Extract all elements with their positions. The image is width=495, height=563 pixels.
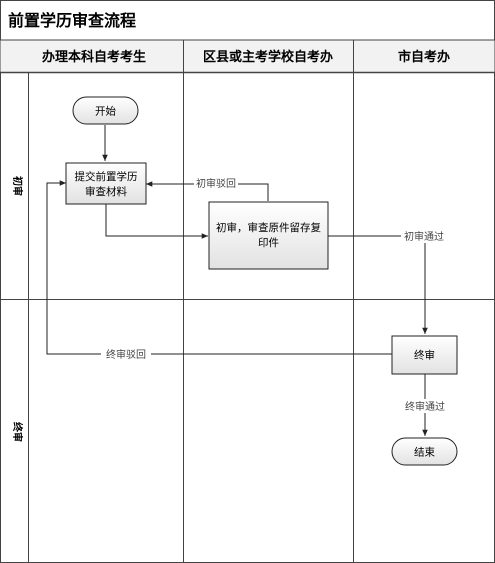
node-start-label: 开始 <box>95 105 116 118</box>
phase-label-initial: 初审 <box>11 176 24 196</box>
node-initial-review[interactable]: 初审，审查原件留存复 印件 <box>208 201 329 270</box>
node-initial-review-label-line2: 印件 <box>258 237 279 249</box>
edge-final-reject <box>46 180 392 355</box>
node-submit-shape[interactable] <box>65 162 147 205</box>
node-end-label: 结束 <box>414 446 435 459</box>
edge-label-bg-initial-reject <box>194 176 238 190</box>
node-end-shape[interactable] <box>391 437 458 466</box>
edge-label-final-pass: 终审通过 <box>405 400 445 413</box>
edge-label-bg-final-reject <box>101 347 151 361</box>
edge-submit-to-initial-review <box>105 204 208 239</box>
lane-header-row <box>0 40 495 73</box>
phase-label-final: 终审 <box>11 422 24 442</box>
node-submit-materials[interactable]: 提交前置学历 审查材料 <box>65 162 147 205</box>
node-start[interactable]: 开始 <box>72 96 139 125</box>
diagram-title: 前置学历审查流程 <box>8 11 136 30</box>
node-initial-review-shape[interactable] <box>208 201 329 270</box>
node-final-review-shape[interactable] <box>391 335 458 375</box>
edge-label-bg-initial-pass <box>401 229 447 243</box>
edge-initial-reject <box>146 181 269 201</box>
edge-label-initial-pass: 初审通过 <box>404 230 444 243</box>
lane-header-applicant: 办理本科自考考生 <box>42 49 146 65</box>
node-submit-label-line2: 审查材料 <box>85 185 127 198</box>
node-final-review-label: 终审 <box>414 349 435 362</box>
node-final-review[interactable]: 终审 <box>391 335 458 375</box>
node-initial-review-label-line1: 初审，审查原件留存复 <box>216 221 321 234</box>
edge-label-bg-final-pass <box>400 399 450 413</box>
node-start-shape[interactable] <box>72 96 139 125</box>
lane-header-district-office: 区县或主考学校自考办 <box>203 49 333 65</box>
lane-header-city-office: 市自考办 <box>398 49 450 65</box>
node-end[interactable]: 结束 <box>391 437 458 466</box>
node-submit-label-line1: 提交前置学历 <box>75 170 138 183</box>
edge-label-final-reject: 终审驳回 <box>106 348 146 361</box>
edge-label-initial-reject: 初审驳回 <box>196 177 236 190</box>
